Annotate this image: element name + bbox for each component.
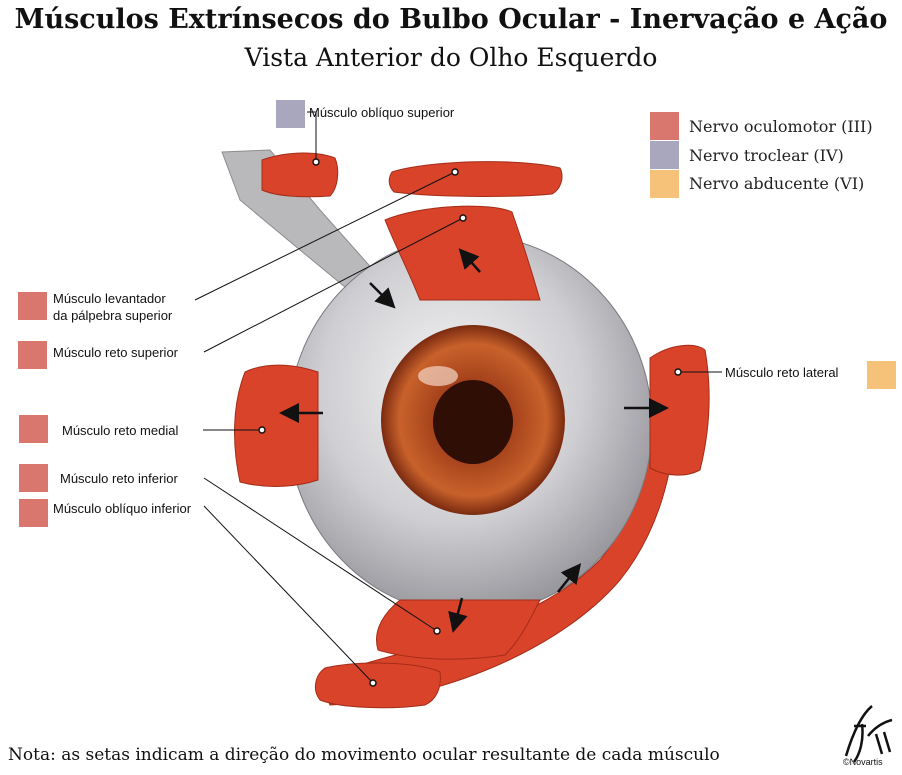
levator-muscle [388,161,563,197]
swatch-obliquo-inferior [19,499,48,527]
legend-label-troclear: Nervo troclear (IV) [689,146,844,165]
leader-levantador [194,171,456,301]
label-reto-inferior: Músculo reto inferior [60,471,178,486]
dot-reto-inferior [433,627,441,635]
superior-oblique-muscle [261,152,339,198]
dot-obliquo-inferior [369,679,377,687]
inferior-oblique-cut [314,662,441,709]
swatch-reto-inferior [19,464,48,492]
label-levantador-line2: da pálpebra superior [53,308,173,323]
legend-swatch-troclear [650,141,679,169]
label-reto-lateral: Músculo reto lateral [725,365,839,380]
label-obliquo-inferior: Músculo oblíquo inferior [53,501,192,516]
dot-reto-medial [258,426,266,434]
dot-levantador [451,168,459,176]
label-levantador-line1: Músculo levantador [53,291,166,306]
swatch-obliquo-superior [276,100,305,128]
legend-swatch-oculomotor [650,112,679,140]
iris-highlight [418,366,458,386]
swatch-reto-superior [18,341,47,369]
leader-reto-superior [203,217,464,353]
diagram-subtitle: Vista Anterior do Olho Esquerdo [244,43,658,72]
label-reto-medial: Músculo reto medial [62,423,179,438]
pupil [433,380,513,464]
leader-reto-inferior [203,477,438,632]
credit-text: ©Novartis [843,757,883,767]
legend-label-abducente: Nervo abducente (VI) [689,174,865,193]
swatch-reto-lateral [867,361,896,389]
signature-logo [844,705,893,763]
swatch-reto-medial [19,415,48,443]
swatch-levantador [18,292,47,320]
leader-dots [258,158,682,687]
legend-label-oculomotor: Nervo oculomotor (III) [689,117,873,136]
arrow-inferior-oblique [557,563,582,593]
leader-obliquo-superior [307,111,317,162]
label-reto-superior: Músculo reto superior [53,345,178,360]
label-obliquo-superior: Músculo oblíquo superior [309,105,455,120]
arrow-superior-rectus [458,248,481,273]
diagram-title: Músculos Extrínsecos do Bulbo Ocular - I… [14,4,888,35]
lateral-rectus-muscle [649,344,710,476]
arrow-inferior-rectus [448,597,468,633]
dot-obliquo-superior [312,158,320,166]
dot-reto-superior [459,214,467,222]
legend-swatch-abducente [650,170,679,198]
leader-obliquo-inferior [203,505,374,684]
footnote: Nota: as setas indicam a direção do movi… [8,745,720,765]
leader-lines [194,111,722,684]
arrow-superior-oblique [369,282,396,309]
dot-reto-lateral [674,368,682,376]
medial-rectus-muscle [234,364,319,487]
